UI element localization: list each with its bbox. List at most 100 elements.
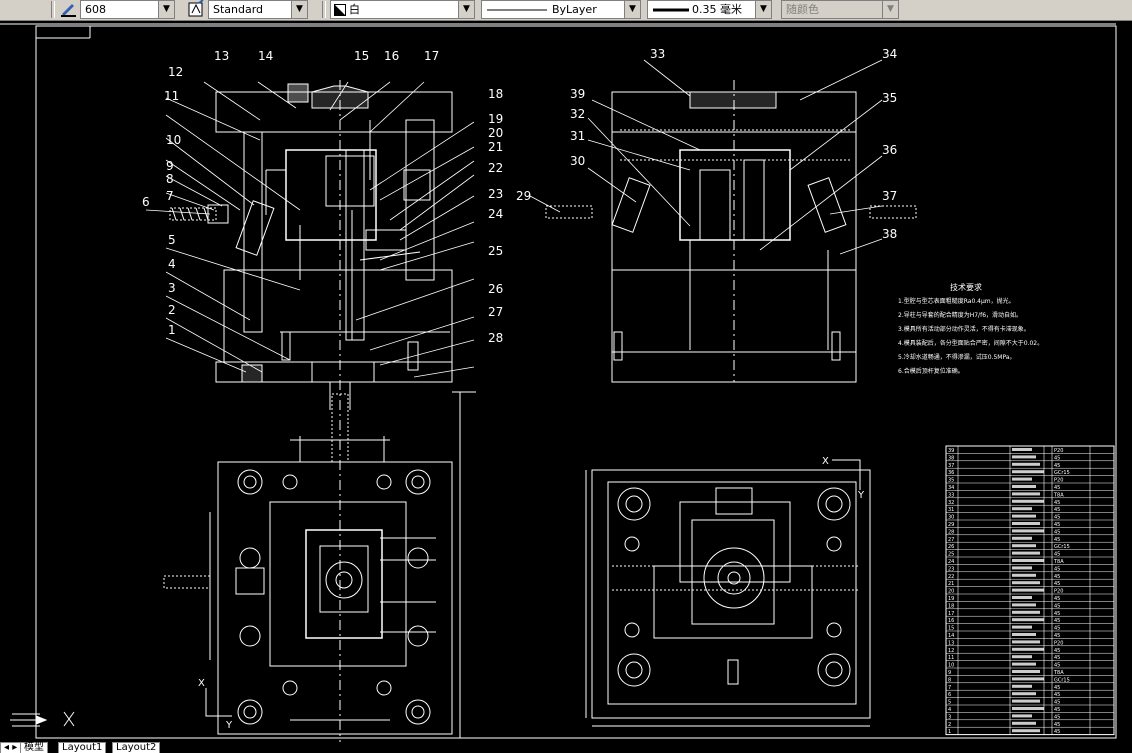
callout-23: 23 [488, 187, 503, 201]
callout-22: 22 [488, 161, 503, 175]
callout-32: 32 [570, 107, 585, 121]
bom-row-number: 31 [948, 507, 954, 513]
toolbar-separator [51, 1, 55, 18]
toolbar-left-edge [0, 0, 48, 19]
note-line: 2.导柱与导套的配合精度为H7/f6，滑动自如。 [898, 311, 1022, 319]
side-section-view [545, 80, 917, 383]
callout-36: 36 [882, 143, 897, 157]
bom-row-material: 45 [1054, 626, 1060, 632]
bom-row-name-mark [1012, 618, 1044, 622]
bom-row-material: 45 [1054, 463, 1060, 469]
chevron-down-icon[interactable]: ▼ [624, 1, 640, 18]
bom-row-name-mark [1012, 559, 1044, 562]
dimstyle-value: 608 [85, 3, 106, 16]
bom-row-number: 6 [948, 692, 951, 698]
tab-model[interactable]: 模型 [20, 742, 48, 753]
color-value: 白 [349, 3, 360, 16]
callout-7: 7 [166, 189, 174, 203]
textstyle-combo[interactable]: Standard ▼ [208, 0, 308, 19]
bom-row-number: 36 [948, 470, 954, 476]
callout-20: 20 [488, 126, 503, 140]
callout-39: 39 [570, 87, 585, 101]
chevron-down-icon[interactable]: ▼ [755, 1, 771, 18]
bom-row-name-mark [1012, 507, 1032, 511]
bom-row-material: 45 [1054, 618, 1060, 624]
bom-row-number: 14 [948, 633, 954, 639]
callout-14: 14 [258, 49, 273, 63]
front-section-view [169, 80, 453, 410]
front-callout-leaders [145, 81, 475, 378]
bom-row-name-mark [1012, 544, 1036, 548]
note-line: 4.模具装配后，各分型面贴合严密，间隙不大于0.02。 [898, 339, 1043, 347]
bom-row-material: 45 [1054, 729, 1060, 735]
callout-8: 8 [166, 172, 174, 186]
bom-row-material: GCr15 [1054, 470, 1070, 476]
bom-row-number: 16 [948, 618, 954, 624]
bom-row-material: 45 [1054, 700, 1060, 706]
chevron-down-icon[interactable]: ▼ [458, 1, 474, 18]
bom-row-number: 3 [948, 714, 951, 720]
bom-row-number: 13 [948, 640, 954, 646]
notes-title: 技术要求 [950, 282, 982, 292]
callout-10: 10 [166, 133, 181, 147]
bom-row-material: 45 [1054, 515, 1060, 521]
tab-layout1[interactable]: Layout1 [58, 742, 107, 753]
chevron-down-icon: ▼ [882, 1, 898, 18]
bom-row-material: 45 [1054, 552, 1060, 558]
bom-row-material: 45 [1054, 655, 1060, 661]
axis-y-label-right: Y [857, 490, 865, 501]
axis-y-label: Y [225, 720, 233, 731]
side-callout-labels: 29 30 31 32 33 34 35 36 37 38 39 [516, 47, 897, 241]
bom-row-number: 11 [948, 655, 954, 661]
bom-row-material: 45 [1054, 566, 1060, 572]
bom-row-name-mark [1012, 448, 1032, 451]
layout-tabs: ◂ ▸ 模型 Layout1 Layout2 [0, 742, 1132, 753]
lineweight-combo[interactable]: 0.35 毫米 ▼ [647, 0, 772, 19]
bom-row-material: 45 [1054, 522, 1060, 528]
bom-row-material: 45 [1054, 714, 1060, 720]
bom-row-material: 45 [1054, 633, 1060, 639]
bom-row-number: 37 [948, 463, 954, 469]
bom-row-number: 28 [948, 529, 954, 535]
bom-row-number: 5 [948, 700, 951, 706]
bom-row-name-mark [1012, 670, 1040, 673]
linetype-combo[interactable]: ByLayer ▼ [481, 0, 641, 19]
bom-row-name-mark [1012, 529, 1044, 533]
callout-19: 19 [488, 112, 503, 126]
callout-15: 15 [354, 49, 369, 63]
bom-row-name-mark [1012, 714, 1032, 718]
bom-row-material: 45 [1054, 722, 1060, 728]
bom-row-number: 4 [948, 707, 951, 713]
callout-1: 1 [168, 323, 176, 337]
bom-row-name-mark [1012, 477, 1032, 481]
bom-row-material: 45 [1054, 707, 1060, 713]
tab-model-label: 模型 [24, 742, 44, 753]
bom-row-name-mark [1012, 492, 1040, 496]
bom-row-name-mark [1012, 647, 1044, 651]
bom-row-name-mark [1012, 677, 1044, 681]
bom-row-number: 18 [948, 603, 954, 609]
bom-row-number: 19 [948, 596, 954, 602]
tab-layout2[interactable]: Layout2 [112, 742, 161, 753]
top-right-axis-marker: X Y [822, 456, 865, 501]
drawing-canvas[interactable]: 1 2 3 4 5 6 7 8 9 10 11 12 13 14 15 16 1… [0, 20, 1132, 742]
bom-row-name-mark [1012, 573, 1036, 577]
bom-row-name-mark [1012, 536, 1032, 540]
bom-row-number: 26 [948, 544, 954, 550]
tab-nav-arrows[interactable]: ◂ ▸ [0, 742, 22, 753]
dimstyle-combo[interactable]: 608 ▼ [80, 0, 175, 19]
color-combo[interactable]: 白 ▼ [330, 0, 475, 19]
bom-row-number: 24 [948, 559, 954, 565]
chevron-down-icon[interactable]: ▼ [291, 1, 307, 18]
chevron-down-icon[interactable]: ▼ [158, 1, 174, 18]
plotstyle-combo: 随颜色 ▼ [781, 0, 899, 19]
lineweight-value: 0.35 毫米 [692, 3, 742, 16]
lineweight-sample [653, 1, 689, 19]
note-line: 6.合模后顶杆复位准确。 [898, 367, 964, 375]
bom-row-number: 38 [948, 455, 954, 461]
bom-row-name-mark [1012, 662, 1036, 666]
callout-2: 2 [168, 303, 176, 317]
callout-4: 4 [168, 257, 176, 271]
bom-row-material: P20 [1054, 478, 1063, 484]
bom-row-number: 15 [948, 626, 954, 632]
